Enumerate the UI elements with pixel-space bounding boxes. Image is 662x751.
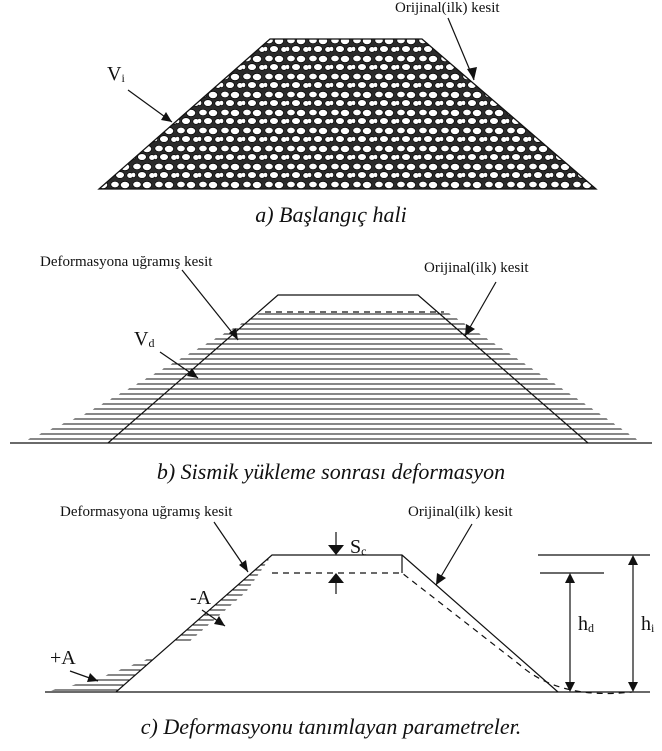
hd-arrow-bottom xyxy=(565,682,575,692)
caption-b: b) Sismik yükleme sonrası deformasyon xyxy=(157,459,505,484)
label-hd: hd xyxy=(578,613,594,635)
panel-b-seismic-deformation: Deformasyona uğramış kesit Orijinal(ilk)… xyxy=(10,254,652,484)
label-minus-area: -A xyxy=(190,587,212,609)
hd-arrow-top xyxy=(565,573,575,583)
label-deformed-section-b: Deformasyona uğramış kesit xyxy=(40,254,213,270)
label-plus-area: +A xyxy=(50,647,76,669)
label-original-section-a: Orijinal(ilk) kesit xyxy=(395,0,500,16)
arrowhead-volume-deformed xyxy=(187,368,198,378)
arrowhead-deformed-b xyxy=(229,328,238,340)
label-volume-initial: Vi xyxy=(107,63,125,85)
area-plus-hatch xyxy=(45,659,158,691)
arrowhead-original-a xyxy=(467,67,477,80)
leader-deformed-b xyxy=(181,269,239,341)
caption-a: a) Başlangıç hali xyxy=(255,202,407,227)
label-hi: hi xyxy=(641,613,655,635)
original-section-gravel xyxy=(97,38,598,190)
label-original-section-b: Orijinal(ilk) kesit xyxy=(424,260,529,276)
original-section-outline-b xyxy=(107,294,589,444)
label-original-section-c: Orijinal(ilk) kesit xyxy=(408,504,513,520)
arrowhead-minus-area xyxy=(214,616,225,626)
label-settlement: Sc xyxy=(350,536,366,558)
arrowhead-deformed-c xyxy=(239,560,248,572)
arrowhead-original-b xyxy=(465,324,475,336)
arrowhead-volume-initial xyxy=(161,112,172,122)
panel-a-initial: Orijinal(ilk) kesit Vi a) Başlangıç hali xyxy=(97,0,598,227)
hi-arrow-top xyxy=(628,555,638,565)
arrowhead-original-c xyxy=(436,573,446,585)
settlement-arrow-bottom-head xyxy=(328,573,344,583)
hi-arrow-bottom xyxy=(628,682,638,692)
deformed-section-dashed xyxy=(272,572,633,695)
panel-c-parameters: Sc hd hi Deformasyona uğramış kesit Orij… xyxy=(45,504,655,739)
area-minus-hatch xyxy=(116,559,272,641)
original-section-outline-c xyxy=(115,554,559,693)
label-deformed-section-c: Deformasyona uğramış kesit xyxy=(60,504,233,520)
arrowhead-plus-area xyxy=(87,673,98,682)
label-volume-deformed: Vd xyxy=(134,328,154,350)
leader-original-c xyxy=(435,523,473,586)
caption-c: c) Deformasyonu tanımlayan parametreler. xyxy=(141,714,521,739)
settlement-arrow-top-head xyxy=(328,545,344,555)
